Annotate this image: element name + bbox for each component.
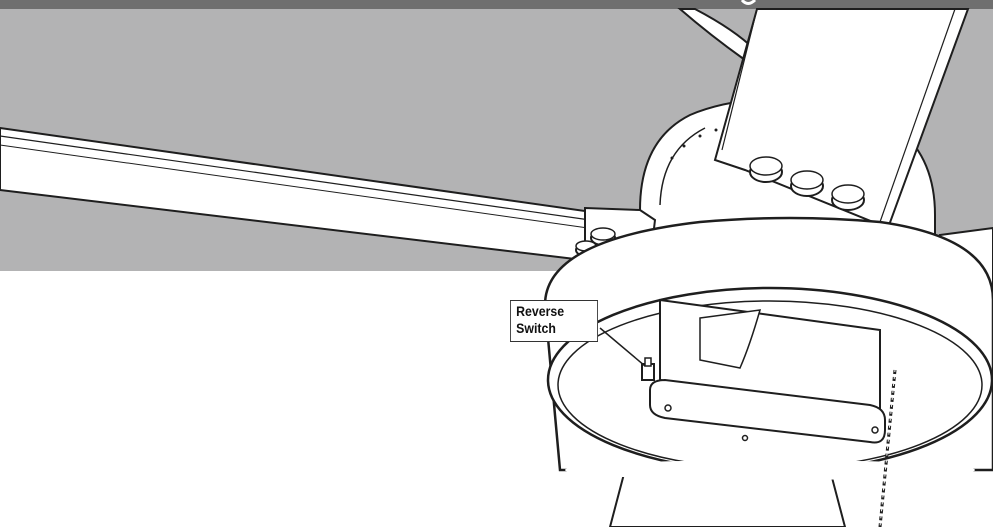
header-glyph-fragment [740,0,757,5]
fan-blade-bottom [565,460,975,527]
switch-housing [649,298,886,444]
callout-leader [599,327,646,367]
callout-line-2: Switch [516,320,556,336]
reverse-switch [641,357,655,381]
vent-hole [670,156,674,160]
vent-hole [714,128,718,132]
pull-chain [878,369,897,527]
vent-hole [698,134,702,138]
reverse-switch-callout-label: Reverse Switch [510,300,598,342]
callout-line-1: Reverse [516,303,565,319]
blade-screws [749,156,865,211]
vent-hole [682,144,686,148]
header-bar [0,0,993,9]
